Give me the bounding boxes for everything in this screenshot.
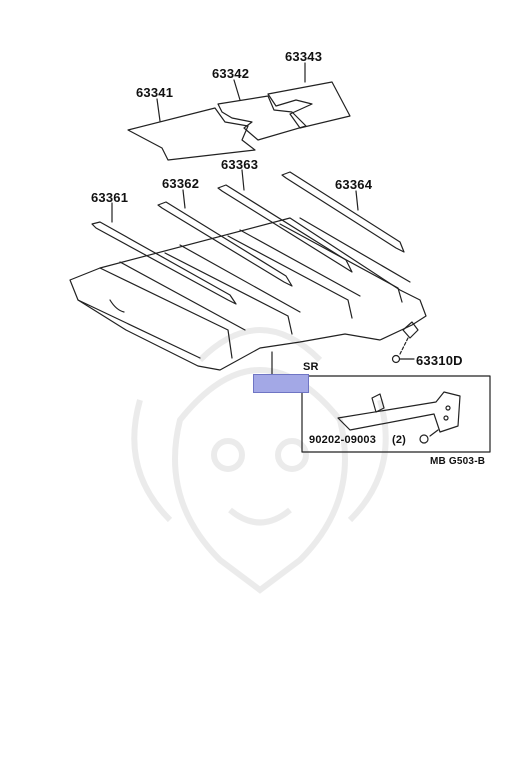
leader-63364 <box>355 190 359 211</box>
rail-63363 <box>217 184 353 273</box>
label-90202-09003: 90202-09003 <box>309 434 377 446</box>
leader-63342 <box>233 79 241 101</box>
sr-bracket <box>337 391 461 433</box>
rail-63362 <box>157 201 293 287</box>
rail-63361 <box>91 221 237 305</box>
label-63343: 63343 <box>285 49 323 64</box>
leader-63362 <box>182 189 186 209</box>
label-63342: 63342 <box>212 66 250 81</box>
label-63361: 63361 <box>91 190 129 205</box>
label-63364: 63364 <box>335 177 373 192</box>
sr-bolt-icon <box>419 434 429 444</box>
label-63310d: 63310D <box>416 353 463 368</box>
leader-63363 <box>241 169 245 191</box>
clip-63310d <box>402 321 419 339</box>
roof-deck <box>69 217 427 371</box>
watermark-emblem <box>131 327 389 594</box>
sr-highlight-box[interactable] <box>253 374 309 393</box>
leader-63341 <box>156 98 161 122</box>
label-63363: 63363 <box>221 157 259 172</box>
diagram-code: MB G503-B <box>430 456 486 467</box>
sr-frame <box>301 375 491 453</box>
clip-63310d-screw <box>391 354 401 364</box>
mat-63341 <box>127 107 256 161</box>
label-63362: 63362 <box>162 176 200 191</box>
label-quantity: (2) <box>392 434 407 446</box>
mat-63343 <box>267 81 351 129</box>
rail-63364 <box>281 171 405 253</box>
mat-63342 <box>217 95 307 141</box>
label-sr: SR <box>303 361 319 373</box>
label-63341: 63341 <box>136 85 174 100</box>
